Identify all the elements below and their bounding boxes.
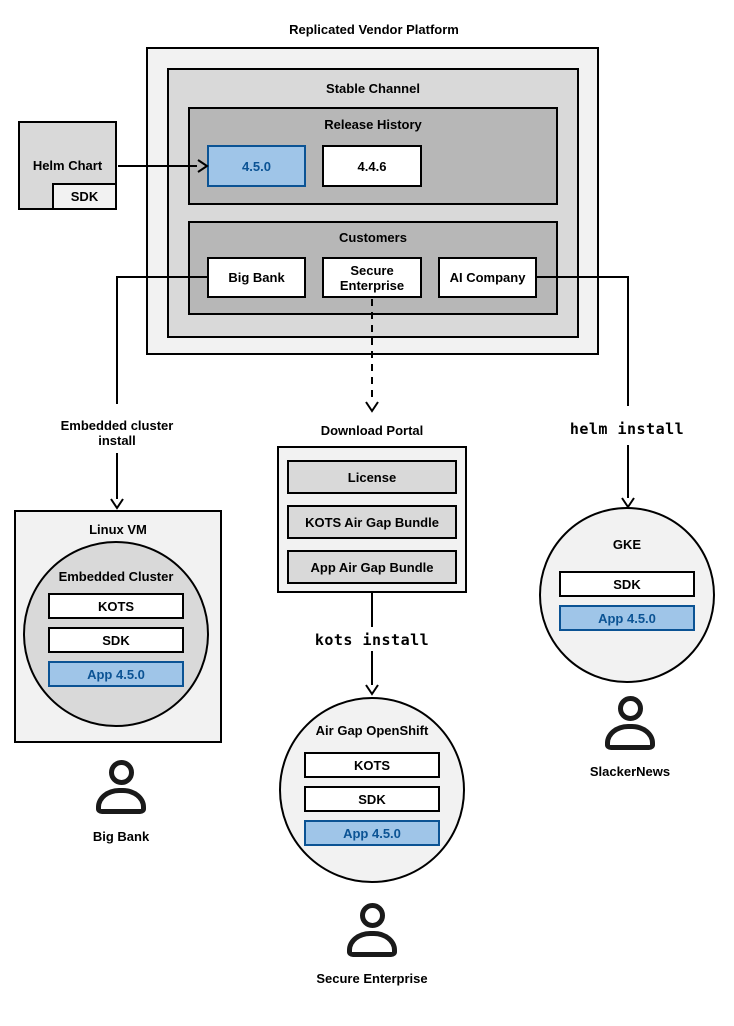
user-icon-head: [617, 696, 643, 721]
arrowhead-down-icon: [110, 498, 124, 510]
gke-label: GKE: [612, 537, 642, 552]
arrowhead-down-icon: [365, 684, 379, 696]
stable-channel-label: Stable Channel: [326, 81, 420, 96]
linux-vm-label: Linux VM: [89, 522, 147, 537]
sdk-component-box: SDK: [304, 786, 440, 812]
user-icon-head: [108, 760, 134, 785]
customer-secure-enterprise: Secure Enterprise: [322, 257, 422, 298]
helm-chart-box: Helm Chart SDK: [18, 121, 117, 210]
air-gap-openshift-label: Air Gap OpenShift: [315, 723, 429, 738]
slackernews-user-icon: [605, 696, 655, 750]
app-air-gap-bundle-box: App Air Gap Bundle: [287, 550, 457, 584]
secure-enterprise-user-label: Secure Enterprise: [316, 971, 428, 986]
customers-label: Customers: [339, 230, 407, 245]
kots-install-label: kots install: [314, 631, 430, 649]
kots-component-box: KOTS: [48, 593, 184, 619]
license-box: License: [287, 460, 457, 494]
helm-chart-label: Helm Chart: [32, 158, 103, 173]
helm-chart-sdk-box: SDK: [52, 183, 117, 210]
arrowhead-down-icon: [621, 497, 635, 509]
user-icon-body: [347, 931, 397, 957]
app-version-box: App 4.5.0: [48, 661, 184, 687]
app-version-box: App 4.5.0: [559, 605, 695, 631]
air-gap-openshift-circle: Air Gap OpenShift KOTS SDK App 4.5.0: [279, 697, 465, 883]
helm-install-label: helm install: [569, 420, 685, 438]
big-bank-user-icon: [96, 760, 146, 814]
sdk-component-box: SDK: [48, 627, 184, 653]
diagram-title: Replicated Vendor Platform: [289, 22, 459, 37]
kots-component-box: KOTS: [304, 752, 440, 778]
user-icon-body: [96, 788, 146, 814]
customer-big-bank: Big Bank: [207, 257, 306, 298]
sdk-component-box: SDK: [559, 571, 695, 597]
slackernews-user-label: SlackerNews: [589, 764, 671, 779]
release-history-label: Release History: [324, 117, 422, 132]
arrowhead-down-icon: [365, 401, 379, 413]
download-portal-title: Download Portal: [320, 423, 424, 438]
secure-enterprise-user-icon: [347, 903, 397, 957]
embedded-cluster-label: Embedded Cluster: [58, 569, 174, 584]
embedded-cluster-install-label: Embedded cluster install: [60, 418, 174, 448]
download-portal-box: License KOTS Air Gap Bundle App Air Gap …: [277, 446, 467, 593]
gke-circle: GKE SDK App 4.5.0: [539, 507, 715, 683]
user-icon-body: [605, 724, 655, 750]
release-4-4-6: 4.4.6: [322, 145, 422, 187]
embedded-cluster-circle: Embedded Cluster KOTS SDK App 4.5.0: [23, 541, 209, 727]
release-4-5-0: 4.5.0: [207, 145, 306, 187]
kots-air-gap-bundle-box: KOTS Air Gap Bundle: [287, 505, 457, 539]
user-icon-head: [359, 903, 385, 928]
customer-ai-company: AI Company: [438, 257, 537, 298]
big-bank-user-label: Big Bank: [92, 829, 150, 844]
app-version-box: App 4.5.0: [304, 820, 440, 846]
